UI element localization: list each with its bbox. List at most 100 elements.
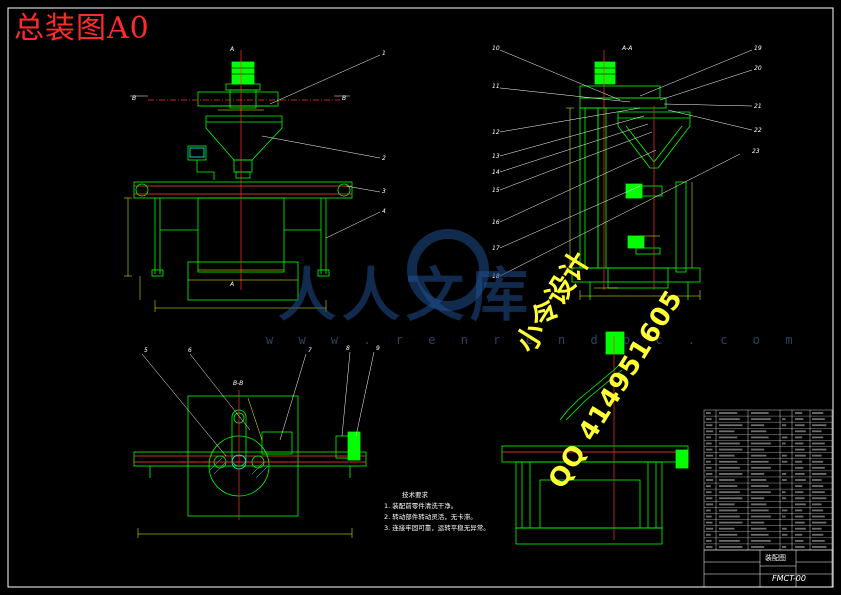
technical-notes-heading: 技术要求 xyxy=(402,491,428,499)
bom-cell-mark xyxy=(751,442,771,445)
svg-text:8: 8 xyxy=(346,345,350,352)
section-b-dimensions xyxy=(137,397,353,538)
svg-text:6: 6 xyxy=(188,347,192,354)
bom-cell-mark xyxy=(795,424,805,427)
bom-cell-mark xyxy=(795,485,803,487)
bom-cell-mark xyxy=(782,436,788,439)
bom-cell-mark xyxy=(795,533,803,536)
bom-cell-mark xyxy=(795,497,805,500)
svg-text:22: 22 xyxy=(754,127,762,134)
bom-cell-mark xyxy=(706,448,713,451)
bom-cell-mark xyxy=(795,479,806,481)
bom-cell-mark xyxy=(706,412,711,414)
bom-cell-mark xyxy=(706,509,711,512)
technical-notes: 技术要求 1. 装配前零件清洗干净。 2. 转动部件转动灵活，无卡滞。 3. 连… xyxy=(384,490,490,534)
bom-cell-mark xyxy=(795,539,804,542)
bom-cell-mark xyxy=(812,533,824,536)
bom-cell-mark xyxy=(706,460,711,463)
bom-cell-mark xyxy=(706,436,711,439)
bom-rows xyxy=(704,415,832,545)
bom-cell-mark xyxy=(782,527,787,530)
bom-cell-mark xyxy=(751,473,765,475)
bom-cell-mark xyxy=(782,479,787,481)
bom-cell-mark xyxy=(719,442,740,445)
section-marker-a-bottom: A xyxy=(229,281,234,288)
section-b-balloons: 5 6 7 8 9 xyxy=(144,345,380,354)
bom-cell-mark xyxy=(812,412,824,414)
bom-cell-mark xyxy=(812,473,827,475)
bom-cell-mark xyxy=(795,515,804,518)
bom-cell-mark xyxy=(706,546,713,548)
bom-cell-mark xyxy=(795,503,806,506)
bom-cell-mark xyxy=(782,418,786,421)
bom-cell-mark xyxy=(751,539,771,542)
bom-cell-mark xyxy=(719,509,738,512)
svg-text:14: 14 xyxy=(492,169,500,176)
svg-text:13: 13 xyxy=(492,153,500,160)
bom-cell-mark xyxy=(812,521,827,524)
bom-cell-mark xyxy=(719,448,743,451)
bom-cell-mark xyxy=(751,485,769,487)
bom-cell-mark xyxy=(719,466,740,469)
bom-cell-mark xyxy=(812,424,827,427)
bom-cell-mark xyxy=(782,454,787,457)
bom-cell-mark xyxy=(795,454,806,457)
rear-view xyxy=(501,331,689,545)
svg-text:18: 18 xyxy=(492,273,500,280)
bom-cell-mark xyxy=(706,491,712,494)
bom-cell-mark xyxy=(782,533,788,536)
title-block-code: FMCT-00 xyxy=(772,574,806,583)
section-b-view xyxy=(133,395,367,517)
watermark-brand: 人人文库 xyxy=(278,261,535,329)
front-view-centerlines xyxy=(148,50,340,290)
svg-text:15: 15 xyxy=(492,187,500,194)
bom-cell-mark xyxy=(795,430,806,433)
bom-cell-mark xyxy=(795,460,803,463)
bom-cell-mark xyxy=(719,497,743,500)
svg-text:20: 20 xyxy=(754,65,762,72)
bom-cell-mark xyxy=(719,454,735,457)
title-block xyxy=(703,549,833,588)
bom-cell-mark xyxy=(706,497,713,500)
bom-cell-mark xyxy=(795,491,804,494)
bom-cell-mark xyxy=(795,448,805,451)
svg-text:10: 10 xyxy=(492,45,500,52)
svg-text:11: 11 xyxy=(492,83,500,90)
svg-text:19: 19 xyxy=(754,45,762,52)
bom-cell-mark xyxy=(795,521,805,524)
bom-cell-mark xyxy=(751,527,767,530)
bom-cell-mark xyxy=(751,448,765,451)
bom-cell-mark xyxy=(795,442,804,445)
bom-cell-mark xyxy=(706,533,711,536)
bom-cell-mark xyxy=(706,418,712,421)
section-b-leaders xyxy=(141,351,375,457)
bom-cell-mark xyxy=(706,466,712,469)
bom-cell-mark xyxy=(812,527,822,530)
bom-cell-mark xyxy=(812,546,827,548)
bom-cell-mark xyxy=(812,491,825,494)
bom-cell-mark xyxy=(795,436,803,439)
section-b-hatch xyxy=(209,457,269,479)
bom-cell-mark xyxy=(812,509,824,512)
side-view xyxy=(571,61,701,300)
bom-cell-mark xyxy=(812,418,825,421)
bom-cell-mark xyxy=(719,503,735,506)
bom-cell-mark xyxy=(795,412,803,414)
side-motor xyxy=(594,61,616,85)
bom-cell-mark xyxy=(782,460,788,463)
bom-cell-mark xyxy=(812,485,824,487)
svg-text:16: 16 xyxy=(492,219,500,226)
side-view-centerlines xyxy=(603,50,655,290)
bom-cell-mark xyxy=(751,479,767,481)
bom-cell-mark xyxy=(706,454,714,457)
bom-cell-mark xyxy=(719,479,735,481)
watermark-logo-icon xyxy=(407,229,489,311)
bom-cell-mark xyxy=(719,485,738,487)
bom-cell-mark xyxy=(795,527,806,530)
bom-cell-mark xyxy=(719,460,738,463)
bom-cell-mark xyxy=(751,533,769,536)
bom-cell-mark xyxy=(751,430,767,433)
bom-cell-mark xyxy=(719,412,738,414)
